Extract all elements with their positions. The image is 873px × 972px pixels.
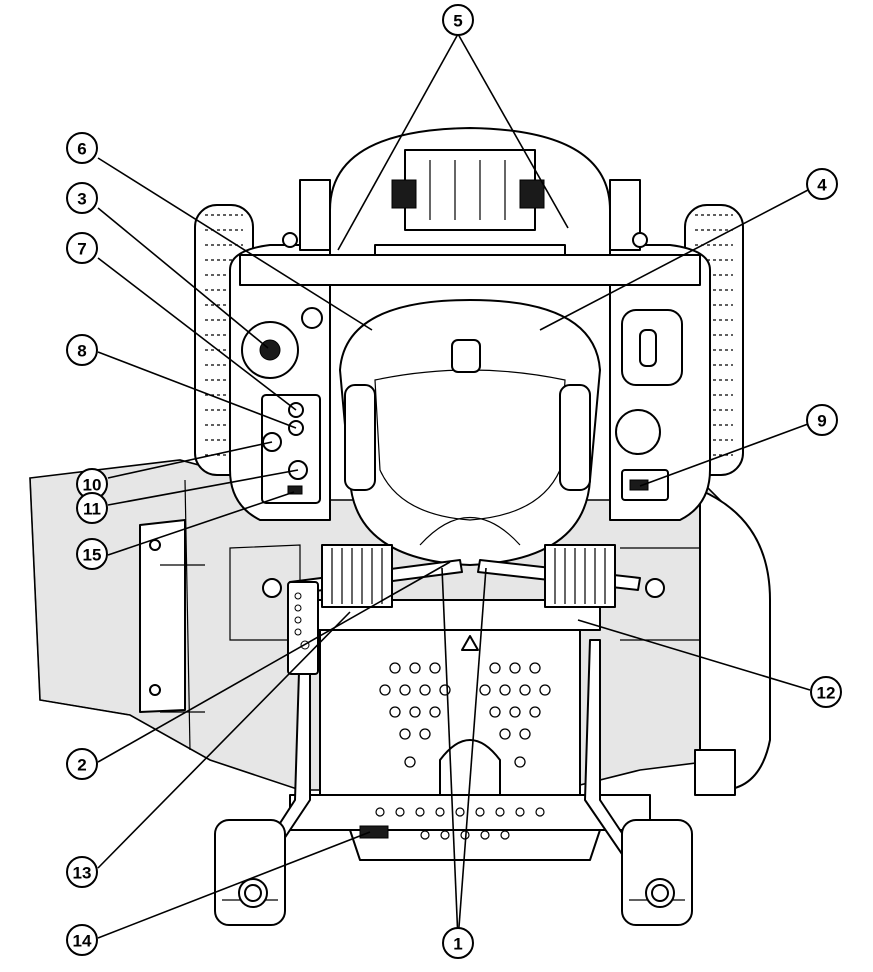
- callout-7: 7: [67, 233, 97, 263]
- engine: [240, 128, 700, 285]
- svg-text:15: 15: [83, 546, 102, 565]
- caster-wheel-right: [622, 820, 692, 925]
- callout-2: 2: [67, 749, 97, 779]
- svg-text:12: 12: [817, 684, 836, 703]
- callout-1: 1: [443, 928, 473, 958]
- svg-text:13: 13: [73, 864, 92, 883]
- svg-text:6: 6: [77, 140, 86, 159]
- callout-11: 11: [77, 493, 107, 523]
- callout-14: 14: [67, 925, 97, 955]
- callout-9: 9: [807, 405, 837, 435]
- caster-wheel-left: [215, 820, 285, 925]
- callout-5: 5: [443, 5, 473, 35]
- svg-text:2: 2: [77, 756, 86, 775]
- svg-text:7: 7: [77, 240, 86, 259]
- callout-15: 15: [77, 539, 107, 569]
- svg-text:4: 4: [817, 176, 827, 195]
- svg-text:5: 5: [453, 12, 462, 31]
- callout-13: 13: [67, 857, 97, 887]
- svg-text:1: 1: [453, 935, 462, 954]
- svg-text:9: 9: [817, 412, 826, 431]
- seat: [340, 300, 600, 565]
- callout-3: 3: [67, 183, 97, 213]
- svg-text:10: 10: [83, 476, 102, 495]
- callout-8: 8: [67, 335, 97, 365]
- callout-6: 6: [67, 133, 97, 163]
- svg-text:3: 3: [77, 190, 86, 209]
- callout-4: 4: [807, 169, 837, 199]
- svg-text:11: 11: [83, 500, 101, 519]
- svg-text:14: 14: [73, 932, 92, 951]
- svg-text:8: 8: [77, 342, 86, 361]
- callout-12: 12: [811, 677, 841, 707]
